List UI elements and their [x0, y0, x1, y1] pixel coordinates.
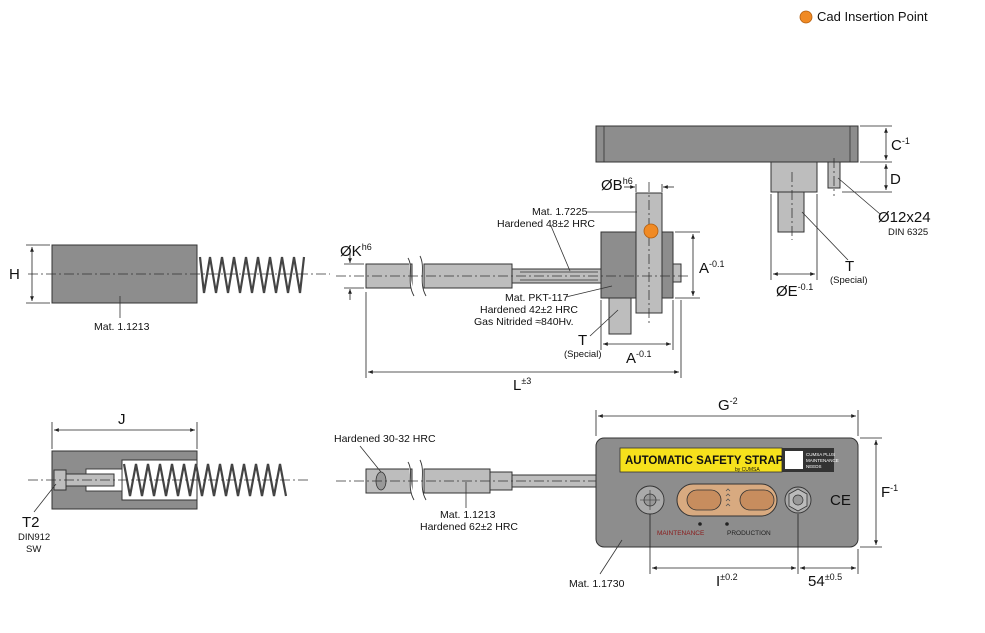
production-label: PRODUCTION	[727, 530, 771, 537]
dim-t2-label: T	[845, 258, 854, 275]
rod-material: Mat. 1.1213	[440, 509, 496, 521]
dim-b-label: ØBh6	[601, 176, 633, 194]
rod-hardness-top: Hardened 30-32 HRC	[334, 433, 436, 445]
dim-f-label: F-1	[881, 483, 898, 501]
dim-c-label: C-1	[891, 136, 910, 154]
dim-e-label: ØE-0.1	[776, 282, 813, 300]
svg-text:MAINTENANCE: MAINTENANCE	[806, 458, 839, 463]
rod-hardness: Hardened 62±2 HRC	[420, 521, 518, 533]
cad-insertion-point	[643, 223, 659, 239]
housing-view: H Mat. 1.1213	[9, 244, 330, 333]
rod-view: Hardened 30-32 HRC Mat. 1.1213 Hardened …	[334, 433, 606, 533]
dim-i-label: I±0.2	[716, 572, 738, 590]
block-material: Mat. PKT-117	[505, 292, 569, 304]
pin-material: Mat. 1.7225	[532, 206, 588, 218]
indicator-window-right	[739, 489, 775, 511]
dim-t2b-label: T2	[22, 514, 40, 531]
side-boss	[770, 161, 818, 193]
label-title: AUTOMATIC SAFETY STRAP	[625, 455, 784, 467]
block-hardness: Hardened 42±2 HRC	[480, 304, 578, 316]
indicator-window-left	[686, 489, 722, 511]
dim-j-label: J	[118, 411, 126, 428]
legend-label: Cad Insertion Point	[817, 9, 928, 24]
dim-t2b-std: DIN912	[18, 532, 50, 543]
dim-thread-std: DIN 6325	[888, 227, 928, 238]
side-view: C-1 D Ø12x24 DIN 6325 T (Special) ØE-0.1	[595, 125, 931, 300]
dim-t1-label: T	[578, 332, 587, 349]
dim-a-right-label: A-0.1	[699, 259, 725, 277]
dim-t2-note: (Special)	[830, 275, 868, 286]
side-plate	[595, 125, 859, 163]
label-yellow-banner	[619, 447, 783, 473]
legend: Cad Insertion Point	[799, 9, 928, 24]
housing-material: Mat. 1.1213	[94, 321, 150, 333]
pin-assembly-view: ØKh6 ØBh6 Mat. 1.7225 Hardened 48±2 HRC …	[336, 176, 725, 394]
svg-text:NEEDS: NEEDS	[806, 464, 822, 469]
maintenance-label: MAINTENANCE	[657, 530, 705, 537]
pin-hardness: Hardened 48±2 HRC	[497, 218, 595, 230]
dim-54-label: 54±0.5	[808, 572, 842, 590]
housing-spring	[198, 256, 306, 294]
dim-thread-label: Ø12x24	[878, 209, 931, 226]
plate-material: Mat. 1.1730	[569, 578, 625, 590]
dim-a-bottom-label: A-0.1	[626, 349, 652, 367]
block-nitriding: Gas Nitrided ≈840Hv.	[474, 316, 574, 328]
pin-lower-stub	[608, 297, 632, 335]
side-pin	[777, 191, 805, 233]
label-plate-view: AUTOMATIC SAFETY STRAP by CUMSA CUMSA PL…	[569, 396, 898, 590]
dim-h-label: H	[9, 266, 20, 283]
dim-k-label: ØKh6	[340, 242, 372, 260]
dim-t2b-sw: SW	[26, 544, 41, 555]
svg-text:CUMSA PLUS: CUMSA PLUS	[806, 452, 835, 457]
cad-insertion-point-marker	[799, 10, 813, 24]
label-brand: by CUMSA	[735, 467, 760, 473]
section-view: J T2 DIN912 SW	[18, 411, 310, 555]
pin-right-stub	[672, 263, 682, 283]
dim-t1-note: (Special)	[564, 349, 602, 360]
dim-g-label: G-2	[718, 396, 738, 414]
dim-l-label: L±3	[513, 376, 531, 394]
ce-mark: CE	[830, 492, 851, 509]
dim-d-label: D	[890, 171, 901, 188]
